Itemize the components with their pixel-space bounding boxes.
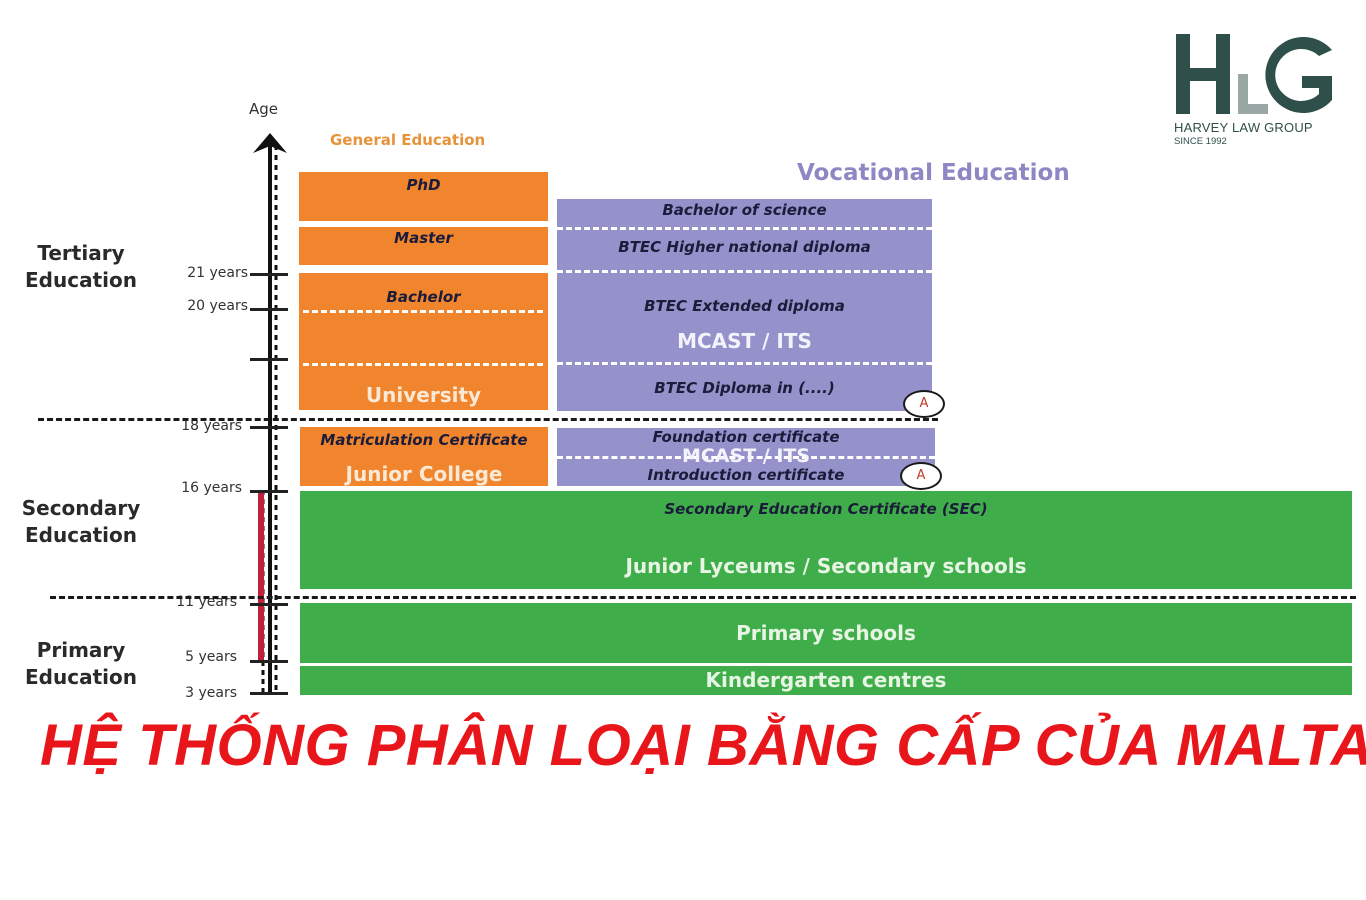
bachelor-dash-2 — [303, 363, 543, 366]
university-label: University — [365, 383, 482, 407]
year-label-21: 21 years — [187, 265, 248, 281]
vocational-dash-4 — [557, 456, 935, 459]
page-title: HỆ THỐNG PHÂN LOẠI BẰNG CẤP CỦA MALTA — [40, 713, 1366, 778]
tick-16 — [250, 490, 288, 493]
btec-hnd-label: BTEC Higher national diploma — [618, 238, 871, 256]
age-axis-title: Age — [249, 100, 279, 118]
primary-line-1: Primary — [36, 638, 126, 662]
vocational-education-heading: Vocational Education — [797, 160, 1070, 186]
tick-11 — [250, 603, 288, 606]
tertiary-secondary-divider — [38, 418, 938, 421]
master-label: Master — [394, 229, 453, 247]
tertiary-line-1: Tertiary — [37, 241, 125, 265]
year-label-20: 20 years — [187, 298, 248, 314]
master-block: Master — [299, 227, 548, 265]
primary-education-label: Primary Education — [6, 637, 156, 691]
tick-20 — [250, 308, 288, 311]
general-education-heading: General Education — [330, 131, 486, 149]
secondary-schools-label: Junior Lyceums / Secondary schools — [625, 554, 1027, 578]
tick-18 — [250, 426, 288, 429]
secondary-primary-divider — [50, 596, 1356, 599]
vocational-upper-block: Bachelor of science BTEC Higher national… — [557, 199, 932, 411]
primary-schools-block: Primary schools — [300, 603, 1352, 663]
secondary-education-label: Secondary Education — [6, 495, 156, 549]
secondary-schools-block: Secondary Education Certificate (SEC) Ju… — [300, 491, 1352, 589]
secondary-line-1: Secondary — [21, 496, 141, 520]
vocational-a-badge-upper: A — [903, 390, 945, 418]
vocational-a-badge-lower: A — [900, 462, 942, 490]
mcast-its-lower-label: MCAST / ITS — [681, 445, 811, 467]
logo-company-name: HARVEY LAW GROUP — [1174, 120, 1313, 135]
kindergarten-block: Kindergarten centres — [300, 666, 1352, 695]
year-label-5: 5 years — [185, 649, 237, 665]
age-axis — [253, 133, 287, 695]
vocational-dash-2 — [557, 270, 932, 273]
tick-5 — [250, 660, 288, 663]
tertiary-line-2: Education — [25, 268, 137, 292]
tick-21 — [250, 273, 288, 276]
junior-college-block: Matriculation Certificate Junior College — [300, 427, 548, 486]
year-label-18: 18 years — [181, 418, 242, 434]
phd-label: PhD — [406, 176, 441, 194]
bachelor-university-block: Bachelor University — [299, 273, 548, 410]
mcast-its-label: MCAST / ITS — [677, 329, 812, 353]
hlg-logo — [1176, 34, 1332, 114]
vocational-dash-3 — [557, 362, 932, 365]
primary-schools-label: Primary schools — [736, 621, 916, 645]
primary-line-2: Education — [25, 665, 137, 689]
bachelor-dash-1 — [303, 310, 543, 313]
btec-diploma-label: BTEC Diploma in (....) — [654, 379, 835, 397]
tick-19 — [250, 358, 288, 361]
vocational-lower-block: Foundation certificate MCAST / ITS Intro… — [557, 428, 935, 486]
foundation-certificate-label: Foundation certificate — [652, 428, 840, 446]
junior-college-label: Junior College — [345, 462, 503, 486]
vocational-dash-1 — [557, 227, 932, 230]
btec-extended-label: BTEC Extended diploma — [644, 297, 845, 315]
year-label-16: 16 years — [181, 480, 242, 496]
secondary-line-2: Education — [25, 523, 137, 547]
sec-label: Secondary Education Certificate (SEC) — [664, 500, 988, 518]
matriculation-label: Matriculation Certificate — [320, 431, 528, 449]
tick-3 — [250, 692, 288, 695]
bachelor-label: Bachelor — [386, 288, 461, 306]
introduction-certificate-label: Introduction certificate — [647, 466, 845, 484]
tertiary-education-label: Tertiary Education — [6, 240, 156, 294]
logo-since: SINCE 1992 — [1174, 136, 1227, 147]
bachelor-of-science-label: Bachelor of science — [662, 201, 827, 219]
year-label-3: 3 years — [185, 685, 237, 701]
phd-block: PhD — [299, 172, 548, 221]
kindergarten-label: Kindergarten centres — [705, 668, 947, 692]
